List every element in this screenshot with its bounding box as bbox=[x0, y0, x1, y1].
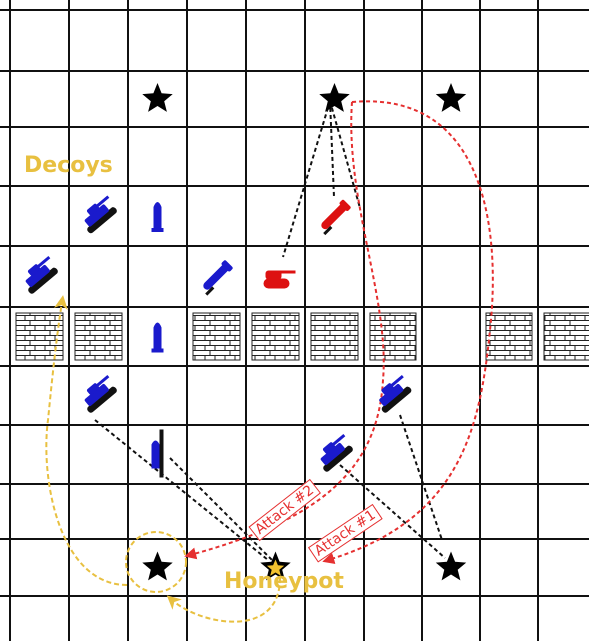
defender-missile-icon bbox=[152, 202, 164, 232]
defender-tank-icon bbox=[371, 373, 414, 414]
defender-missile-icon bbox=[152, 323, 164, 353]
wall-icon bbox=[16, 313, 63, 360]
wall-icon bbox=[75, 313, 122, 360]
target-star-icon bbox=[436, 83, 466, 112]
defender-tank-icon bbox=[77, 194, 120, 235]
wall-icon bbox=[311, 313, 358, 360]
target-star-icon bbox=[142, 83, 172, 112]
wall-icon bbox=[252, 313, 299, 360]
target-line bbox=[283, 101, 330, 257]
defender-tank-icon bbox=[18, 254, 61, 295]
decoys-label: Decoys bbox=[24, 153, 113, 178]
wall-icon bbox=[486, 313, 532, 360]
defender-tank-icon bbox=[313, 432, 356, 473]
defender-artillery-icon bbox=[198, 260, 234, 296]
attacker-artillery-icon bbox=[316, 199, 352, 235]
target-line bbox=[340, 465, 445, 558]
honeypot-label: Honeypot bbox=[224, 569, 344, 594]
defender-tank-icon bbox=[77, 373, 120, 414]
wall-icon bbox=[193, 313, 240, 360]
walls bbox=[16, 313, 589, 360]
target-line bbox=[170, 458, 272, 560]
wall-icon bbox=[370, 313, 416, 360]
target-star-icon bbox=[142, 552, 172, 581]
attacker-tank-icon bbox=[264, 271, 296, 289]
target-star-icon bbox=[319, 83, 349, 112]
wall-icon bbox=[544, 313, 589, 360]
target-star-icon bbox=[436, 552, 466, 581]
